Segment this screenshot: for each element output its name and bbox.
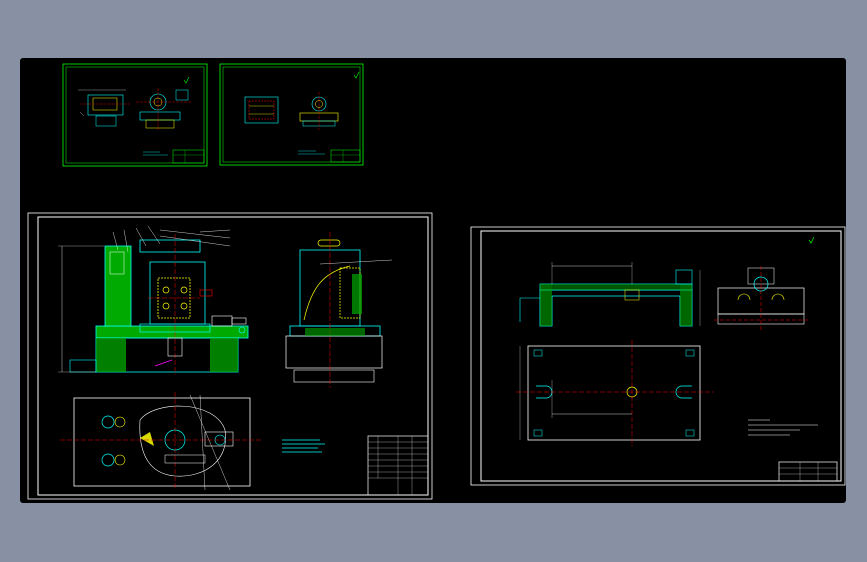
part-roughness-mark — [808, 236, 815, 244]
assembly-top-view — [60, 392, 262, 491]
part-drawing-sheet[interactable] — [470, 226, 846, 486]
thumbnail-sheet-1[interactable] — [62, 63, 208, 167]
sheet2-end-view — [299, 92, 339, 130]
sheet1-title-block — [143, 149, 205, 164]
sheet1-right-view — [136, 88, 192, 130]
sheet1-left-view — [78, 89, 130, 127]
sheet2-roughness-mark — [353, 71, 360, 79]
assembly-drawing-sheet[interactable] — [27, 212, 433, 500]
assembly-front-view — [58, 225, 249, 375]
technical-requirements-notes — [282, 439, 325, 453]
part-top-view — [516, 340, 714, 446]
sheet2-title-block — [298, 149, 361, 163]
assembly-title-block — [367, 435, 429, 496]
sheet1-roughness-mark — [183, 76, 190, 84]
part-title-block — [778, 461, 838, 482]
assembly-side-view — [285, 232, 393, 388]
thumbnail-sheet-2[interactable] — [219, 63, 364, 166]
sheet2-section-view — [244, 96, 279, 124]
part-front-section-view — [519, 262, 701, 327]
part-side-view — [714, 266, 808, 330]
part-technical-notes — [748, 419, 818, 436]
